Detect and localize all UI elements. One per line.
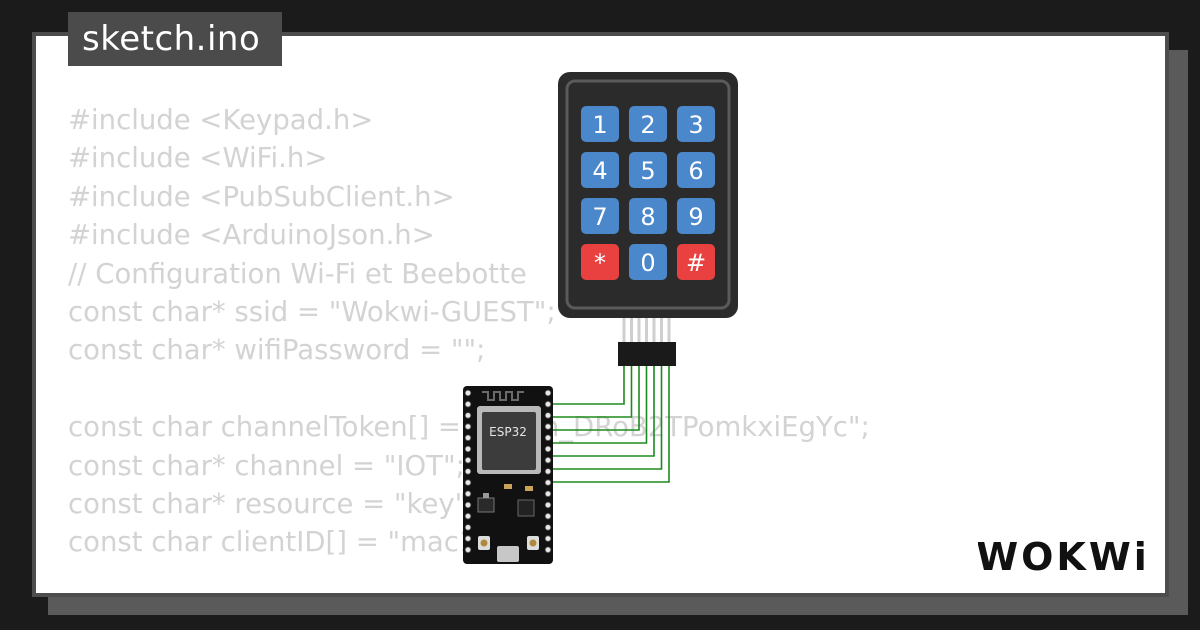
keypad-key-3[interactable]: 3 xyxy=(677,106,715,142)
usb-port xyxy=(497,546,519,562)
keypad-key-label: 0 xyxy=(640,249,655,277)
wokwi-logo-text: WOKWi xyxy=(978,535,1148,579)
header-pin xyxy=(464,479,472,486)
header-pin xyxy=(464,445,472,453)
header-pin xyxy=(464,546,472,553)
keypad-key-label: 5 xyxy=(640,157,655,185)
keypad-key-4[interactable]: 4 xyxy=(581,152,619,188)
header-pin xyxy=(544,412,552,419)
header-pin xyxy=(544,524,552,531)
header-pin xyxy=(464,535,472,542)
circuit-diagram: ESP32 1 2 3 4 5 6 7 8 9 * 0 # xyxy=(463,72,738,564)
header-pin xyxy=(544,490,552,497)
wire xyxy=(548,366,670,483)
esp32-pins-right xyxy=(544,389,552,553)
keypad-ribbon xyxy=(622,318,671,344)
code-line: const char* channel = "IOT"; xyxy=(68,449,465,482)
keypad-key-label: 7 xyxy=(592,203,607,231)
file-tab[interactable]: sketch.ino xyxy=(68,12,283,66)
header-pin xyxy=(544,546,552,553)
wire xyxy=(548,366,625,405)
header-pin xyxy=(464,401,472,408)
header-pin xyxy=(544,479,552,486)
header-pin xyxy=(544,468,552,475)
esp32-chip-label: ESP32 xyxy=(489,425,527,439)
keypad-key-label: 2 xyxy=(640,111,655,139)
keypad-key-label: 4 xyxy=(592,157,607,185)
membrane-keypad[interactable]: 1 2 3 4 5 6 7 8 9 * 0 # xyxy=(558,72,738,318)
keypad-key-9[interactable]: 9 xyxy=(677,198,715,234)
keypad-key-label: 8 xyxy=(640,203,655,231)
header-pin xyxy=(544,389,552,397)
keypad-key-6[interactable]: 6 xyxy=(677,152,715,188)
keypad-key-7[interactable]: 7 xyxy=(581,198,619,234)
header-pin xyxy=(464,501,472,509)
keypad-key-label: 9 xyxy=(688,203,703,231)
file-tab-label: sketch.ino xyxy=(82,19,261,59)
header-pin xyxy=(464,434,472,441)
keypad-key-hash[interactable]: # xyxy=(677,244,715,280)
wire xyxy=(548,366,640,431)
code-line: #include <WiFi.h> xyxy=(68,142,328,175)
header-pin xyxy=(544,423,552,430)
wire xyxy=(548,366,633,418)
keypad-key-8[interactable]: 8 xyxy=(629,198,667,234)
code-line: const char* wifiPassword = ""; xyxy=(68,334,486,367)
keypad-key-label: 6 xyxy=(688,157,703,185)
keypad-key-1[interactable]: 1 xyxy=(581,106,619,142)
keypad-key-label: 1 xyxy=(592,111,607,139)
keypad-key-star[interactable]: * xyxy=(581,244,619,280)
wire xyxy=(548,366,655,457)
wire xyxy=(548,366,663,470)
header-pin xyxy=(544,445,552,453)
wokwi-logo: WOKWi xyxy=(978,535,1148,579)
keypad-key-label: 3 xyxy=(688,111,703,139)
esp32-pins-left xyxy=(464,389,472,553)
code-line: const char* ssid = "Wokwi-GUEST"; xyxy=(68,295,556,328)
wires xyxy=(548,366,670,483)
keypad-key-label: # xyxy=(686,249,706,277)
esp32-board[interactable]: ESP32 xyxy=(463,386,553,564)
voltage-regulator xyxy=(477,497,495,513)
header-pin xyxy=(464,468,472,475)
code-line: const char* resource = "key"; xyxy=(68,487,477,520)
code-line: #include <Keypad.h> xyxy=(68,104,374,136)
wire xyxy=(548,366,648,444)
header-pin xyxy=(464,389,472,397)
header-pin xyxy=(464,524,472,531)
header-pin xyxy=(544,501,552,509)
keypad-key-label: * xyxy=(594,249,606,277)
header-pin xyxy=(464,513,472,520)
header-pin xyxy=(544,434,552,441)
keypad-connector xyxy=(618,342,676,366)
header-pin xyxy=(464,457,472,464)
keypad-key-2[interactable]: 2 xyxy=(629,106,667,142)
header-pin xyxy=(544,457,552,464)
keypad-key-0[interactable]: 0 xyxy=(629,244,667,280)
usb-uart-chip xyxy=(517,499,535,517)
antenna-trace xyxy=(482,391,524,401)
code-line: // Configuration Wi-Fi et Beebotte xyxy=(68,257,527,290)
header-pin xyxy=(544,401,552,408)
header-pin xyxy=(464,423,472,430)
code-line: #include <PubSubClient.h> xyxy=(68,180,455,213)
code-line: #include <ArduinoJson.h> xyxy=(68,219,435,252)
header-pin xyxy=(464,412,472,419)
keypad-key-5[interactable]: 5 xyxy=(629,152,667,188)
header-pin xyxy=(544,535,552,542)
header-pin xyxy=(464,490,472,497)
header-pin xyxy=(544,513,552,520)
